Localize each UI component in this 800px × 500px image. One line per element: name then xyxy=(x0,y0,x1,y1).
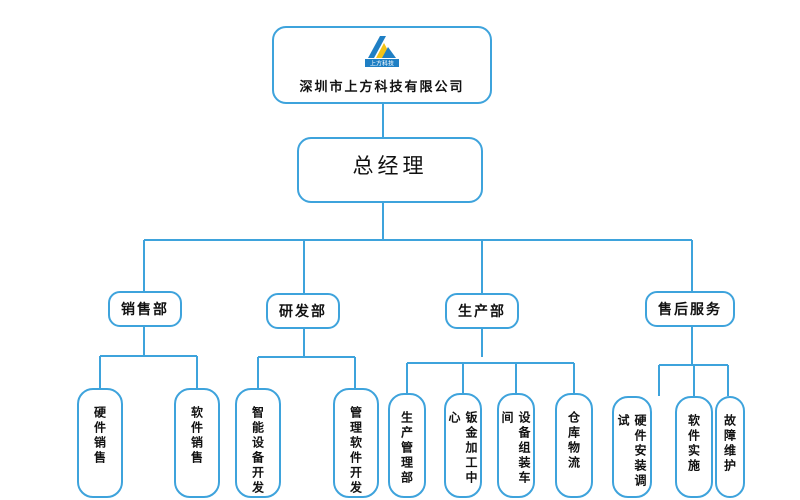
dept-label: 研发部 xyxy=(279,304,327,320)
leaf-label: 故障维护 xyxy=(722,414,737,474)
dept-aftersales: 售后服务 xyxy=(645,291,735,327)
dept-label: 生产部 xyxy=(458,304,506,320)
company-name: 深圳市上方科技有限公司 xyxy=(299,80,465,95)
leaf-label: 钣金加工中心 xyxy=(447,411,478,486)
leaf-label: 仓库物流 xyxy=(566,411,581,471)
logo-icon: 上方科技 xyxy=(365,36,399,68)
dept-production: 生产部 xyxy=(445,293,519,329)
company-box: 上方科技 深圳市上方科技有限公司 xyxy=(272,26,492,104)
general-manager-label: 总经理 xyxy=(352,154,428,178)
leaf-production-management: 生产管理部 xyxy=(388,393,426,498)
leaf-warehouse-logistics: 仓库物流 xyxy=(555,393,593,498)
leaf-software-sales: 软件销售 xyxy=(174,388,220,498)
leaf-hardware-installation: 硬件安装调试 xyxy=(612,396,652,498)
leaf-label: 管理软件开发 xyxy=(348,406,363,496)
leaf-label: 生产管理部 xyxy=(399,411,414,486)
leaf-label: 智能设备开发 xyxy=(250,406,265,496)
logo-text: 上方科技 xyxy=(370,60,394,68)
leaf-sheet-metal-center: 钣金加工中心 xyxy=(444,393,482,498)
company-logo: 上方科技 xyxy=(362,34,402,68)
leaf-software-implementation: 软件实施 xyxy=(675,396,713,498)
leaf-label: 设备组装车间 xyxy=(500,411,531,486)
leaf-label: 硬件安装调试 xyxy=(616,414,647,489)
leaf-label: 硬件销售 xyxy=(92,406,107,466)
dept-rnd: 研发部 xyxy=(266,293,340,329)
leaf-label: 软件实施 xyxy=(686,414,701,474)
dept-label: 销售部 xyxy=(121,302,169,318)
leaf-management-software-dev: 管理软件开发 xyxy=(333,388,379,498)
leaf-fault-maintenance: 故障维护 xyxy=(715,396,745,498)
general-manager-box: 总经理 xyxy=(297,137,483,203)
leaf-smart-device-dev: 智能设备开发 xyxy=(235,388,281,498)
dept-sales: 销售部 xyxy=(108,291,182,327)
leaf-label: 软件销售 xyxy=(189,406,204,466)
leaf-hardware-sales: 硬件销售 xyxy=(77,388,123,498)
leaf-assembly-workshop: 设备组装车间 xyxy=(497,393,535,498)
dept-label: 售后服务 xyxy=(658,302,722,318)
